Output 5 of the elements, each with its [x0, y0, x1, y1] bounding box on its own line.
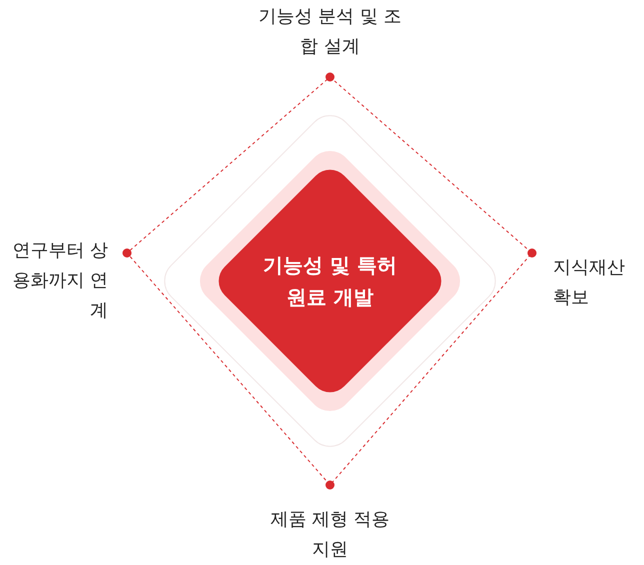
corner-label: 연구부터 상용화까지 연계 [11, 239, 108, 323]
corner-label: 지식재산 확보 [553, 256, 626, 310]
corner-label: 기능성 분석 및 조합 설계 [257, 5, 403, 59]
center-title: 기능성 및 특허 원료 개발 [262, 252, 398, 311]
corner-label: 제품 제형 적용 지원 [270, 508, 390, 562]
